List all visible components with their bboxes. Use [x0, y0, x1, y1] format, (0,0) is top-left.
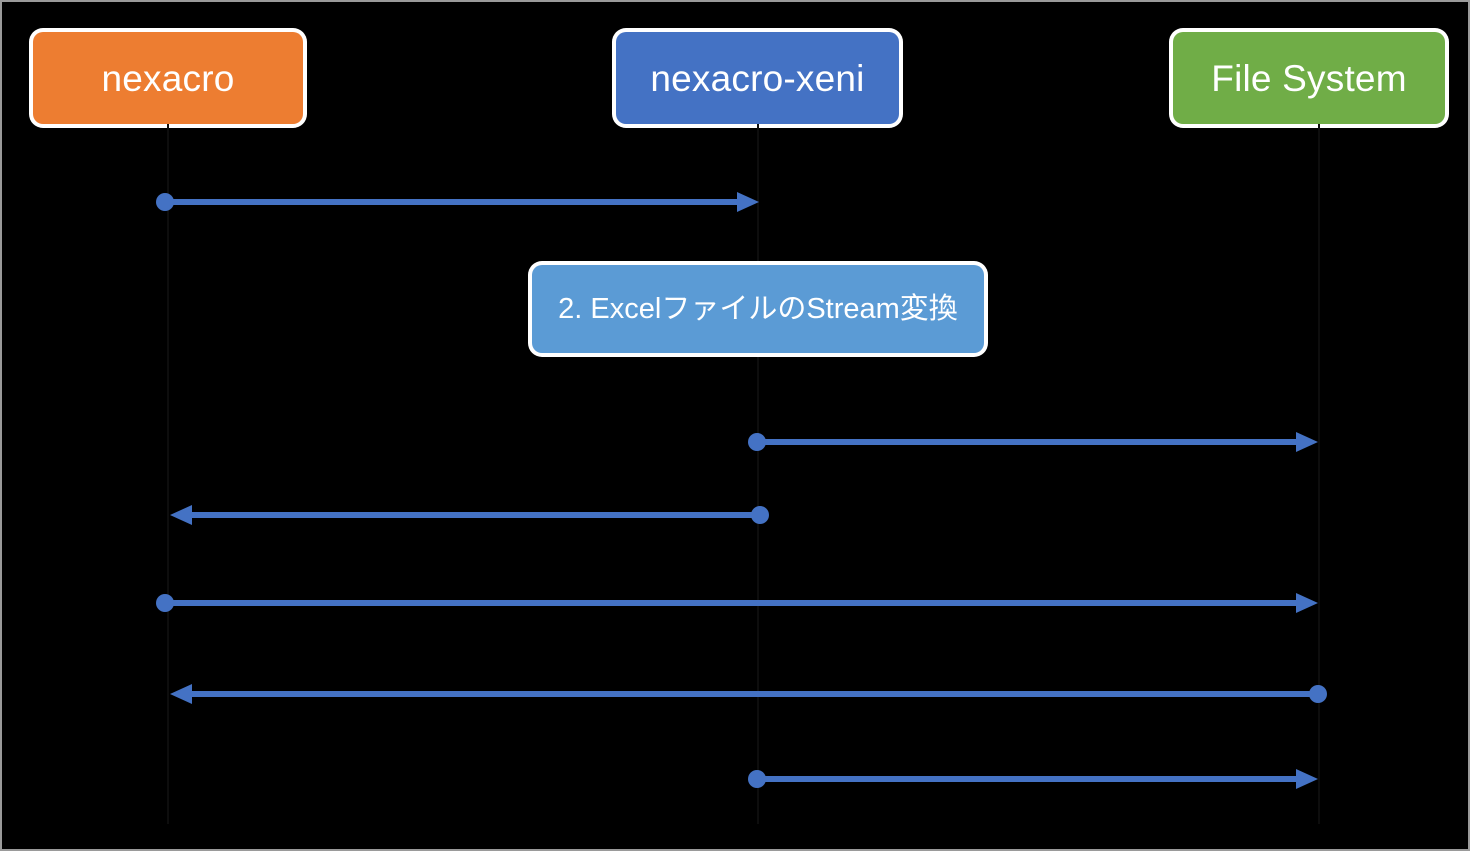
message-arrow-3[interactable]: [150, 495, 780, 535]
participant-nexacro-xeni-label: nexacro-xeni: [650, 57, 865, 99]
message-arrow-graphic-5: [170, 684, 1327, 704]
lifeline-nexacro-xeni: [757, 124, 759, 824]
participant-nexacro[interactable]: nexacro: [33, 32, 303, 124]
lifeline-nexacro: [167, 124, 169, 824]
message-arrow-5[interactable]: [150, 674, 1338, 714]
message-arrow-graphic-6: [748, 769, 1318, 789]
participant-nexacro-xeni[interactable]: nexacro-xeni: [616, 32, 899, 124]
participant-nexacro-label: nexacro: [101, 57, 235, 99]
participant-file-system[interactable]: File System: [1173, 32, 1445, 124]
message-arrow-1[interactable]: [145, 182, 779, 222]
message-arrow-4[interactable]: [145, 583, 1338, 623]
message-arrow-graphic-2: [748, 432, 1318, 452]
message-arrow-6[interactable]: [737, 759, 1338, 799]
participant-file-system-label: File System: [1211, 57, 1407, 99]
message-arrow-graphic-1: [156, 192, 759, 212]
lifeline-file-system: [1318, 124, 1320, 824]
note-step-2[interactable]: 2. ExcelファイルのStream変換: [532, 265, 984, 353]
message-arrow-2[interactable]: [737, 422, 1338, 462]
message-arrow-graphic-3: [170, 505, 769, 525]
note-step-2-text: 2. ExcelファイルのStream変換: [558, 292, 958, 325]
message-arrow-graphic-4: [156, 593, 1318, 613]
